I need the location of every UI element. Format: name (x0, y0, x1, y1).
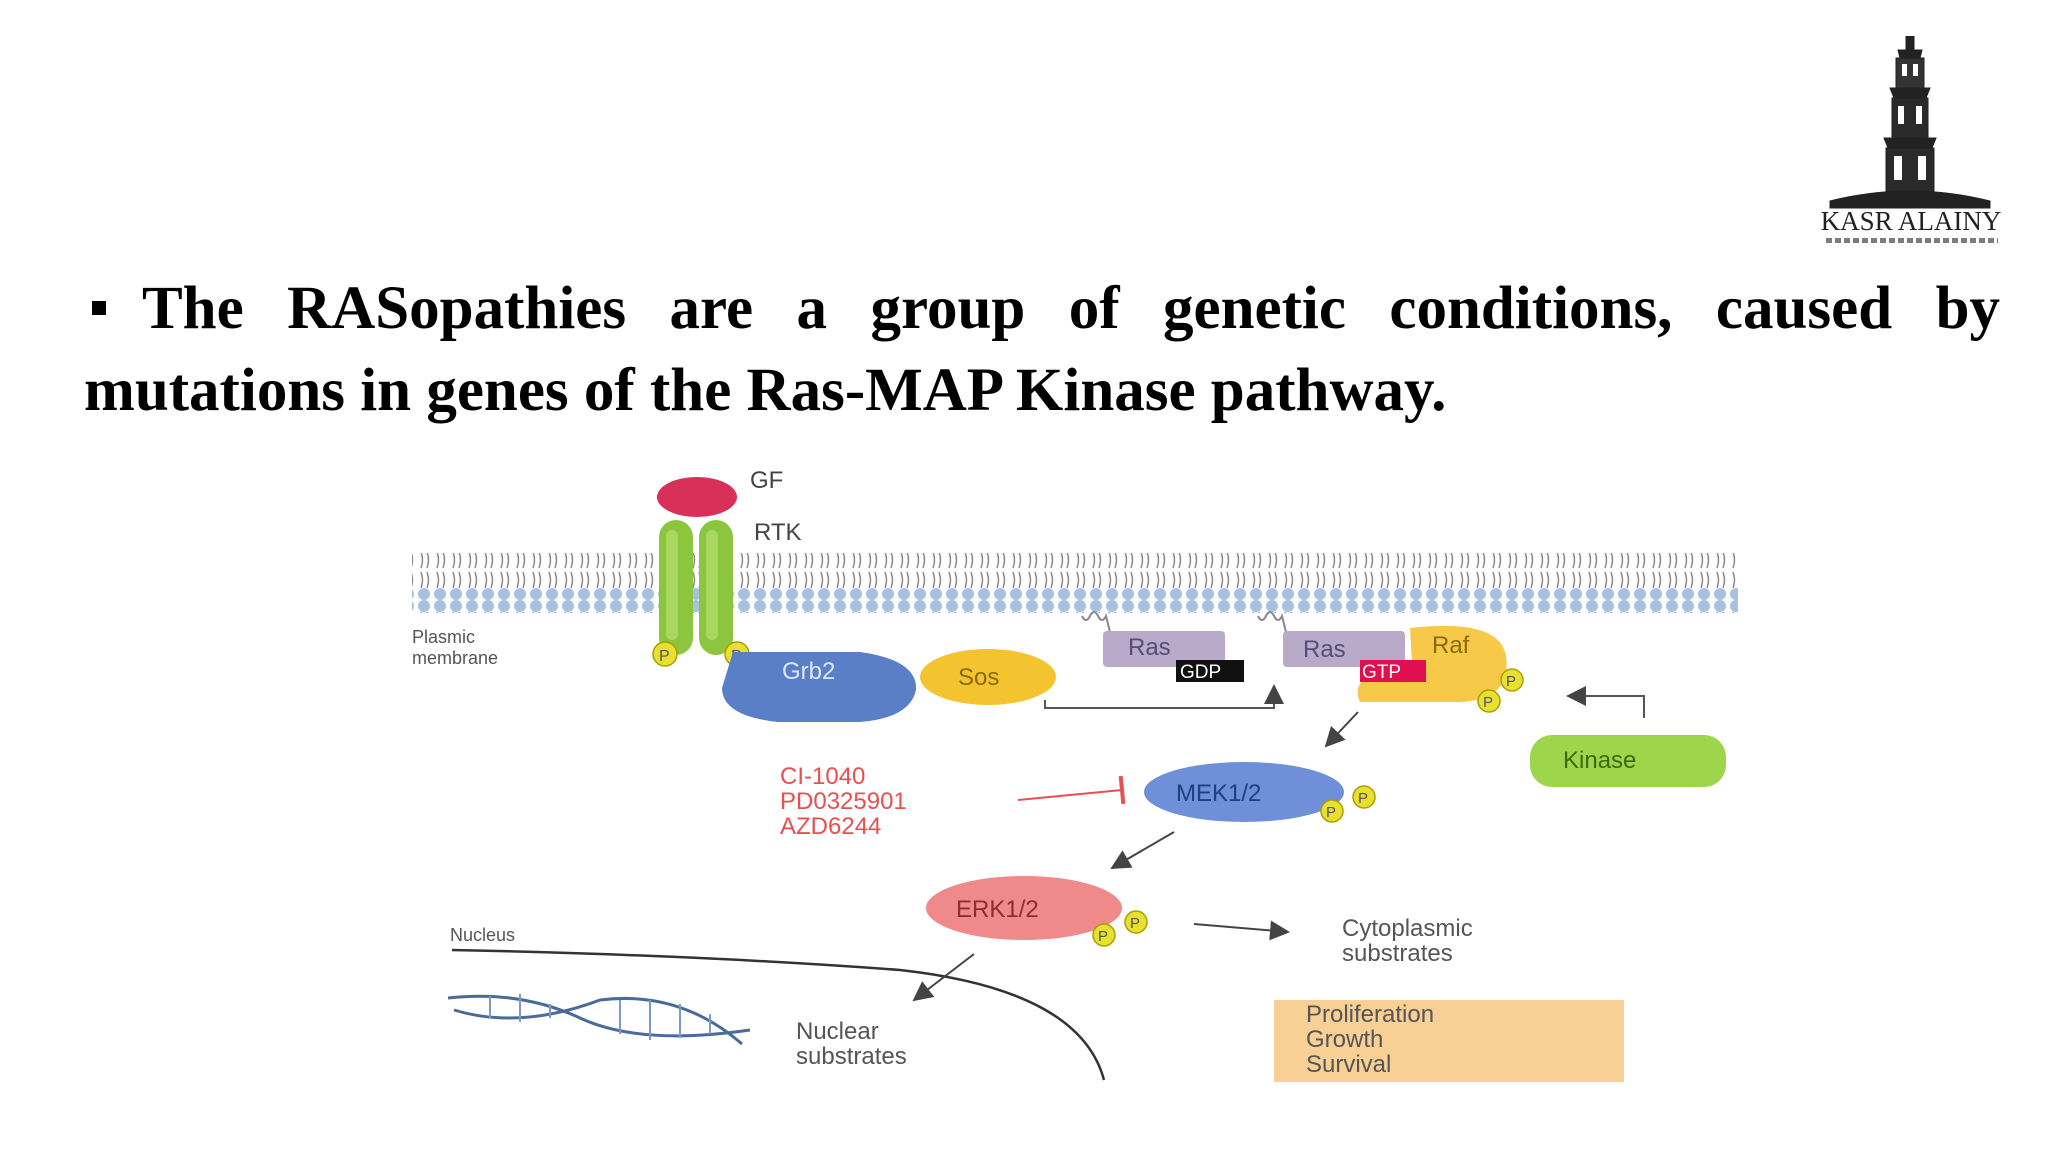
rtk-phospho-left: P (652, 641, 678, 667)
dna-helix-icon (447, 994, 751, 1046)
rtk-label: RTK (754, 519, 802, 546)
cytoplasmic-substrates-line2: substrates (1342, 940, 1453, 967)
outcome-2: Growth (1306, 1026, 1383, 1053)
inhibitor-1: CI-1040 (780, 763, 865, 790)
erk-to-nuclear-arrow (912, 953, 975, 1002)
rtk-receptor (659, 520, 733, 655)
outcome-1: Proliferation (1306, 1001, 1434, 1028)
inhibitor-2: PD0325901 (780, 788, 907, 815)
svg-text:P: P (1130, 915, 1140, 932)
erk-phospho-2: P (1092, 923, 1116, 947)
gf-ligand (657, 477, 737, 517)
nuclear-substrates-line2: substrates (796, 1043, 907, 1070)
bullet-text: The RASopathies are a group of genetic c… (84, 275, 2000, 424)
ras-gdp-label: Ras (1128, 634, 1171, 661)
ras-membrane-anchor-1 (1081, 611, 1113, 641)
logo-subtitle-decoration (1826, 238, 1998, 243)
mek-protein (1144, 762, 1344, 822)
grb2-label: Grb2 (782, 658, 835, 685)
gdp-label: GDP (1180, 662, 1221, 683)
nucleus-boundary (451, 948, 1106, 1081)
raf-to-mek-arrow (1324, 711, 1359, 748)
nucleus-label: Nucleus (450, 925, 515, 945)
ras-gtp-label: Ras (1303, 636, 1346, 663)
raf-protein (1357, 625, 1507, 702)
gdp-badge (1176, 660, 1244, 682)
gtp-badge (1360, 660, 1426, 682)
svg-text:P: P (1358, 790, 1368, 807)
outcomes-box (1274, 1000, 1624, 1082)
svg-text:P: P (1098, 928, 1108, 945)
kinase-label: Kinase (1563, 747, 1636, 774)
mek-to-erk-arrow (1110, 831, 1175, 870)
sos-label: Sos (958, 664, 999, 691)
inhibitor-to-mek-blunt (1017, 775, 1126, 805)
erk-label: ERK1/2 (956, 896, 1039, 923)
outcome-3: Survival (1306, 1051, 1391, 1078)
mek-phospho-1: P (1352, 785, 1376, 809)
svg-text:P: P (1506, 673, 1516, 690)
erk-phospho-1: P (1124, 910, 1148, 934)
grb2-protein (722, 652, 917, 722)
mek-phospho-2: P (1320, 799, 1344, 823)
ras-membrane-anchor-2 (1257, 611, 1289, 641)
raf-phospho-2: P (1477, 689, 1501, 713)
gtp-label: GTP (1362, 662, 1401, 683)
sos-to-ras-arrow (1044, 684, 1284, 709)
plasma-membrane (412, 553, 1738, 613)
erk-protein (926, 876, 1122, 940)
erk-to-cytoplasmic-arrow (1193, 920, 1290, 941)
raf-label: Raf (1432, 632, 1470, 659)
membrane-label-line1: Plasmic (412, 627, 475, 647)
inhibitor-3: AZD6244 (780, 813, 881, 840)
kinase-protein (1530, 735, 1726, 787)
ras-gtp-protein (1283, 631, 1405, 667)
mek-label: MEK1/2 (1176, 780, 1261, 807)
svg-text:P: P (1483, 694, 1493, 711)
svg-text:P: P (1326, 804, 1336, 821)
membrane-label-line2: membrane (412, 648, 498, 668)
cytoplasmic-substrates-line1: Cytoplasmic (1342, 915, 1473, 942)
raf-phospho-1: P (1500, 668, 1524, 692)
sos-protein (920, 649, 1056, 705)
logo-text: KASR ALAINY (1820, 206, 2002, 236)
kinase-to-raf-arrow (1566, 686, 1645, 718)
kasr-alainy-logo (1829, 36, 1991, 209)
gf-label: GF (750, 467, 783, 494)
bullet-paragraph: The RASopathies are a group of genetic c… (84, 268, 2000, 432)
svg-text:P: P (659, 648, 670, 665)
ras-gdp-protein (1103, 631, 1225, 667)
bullet-square-icon (92, 301, 106, 315)
nuclear-substrates-line1: Nuclear (796, 1018, 879, 1045)
